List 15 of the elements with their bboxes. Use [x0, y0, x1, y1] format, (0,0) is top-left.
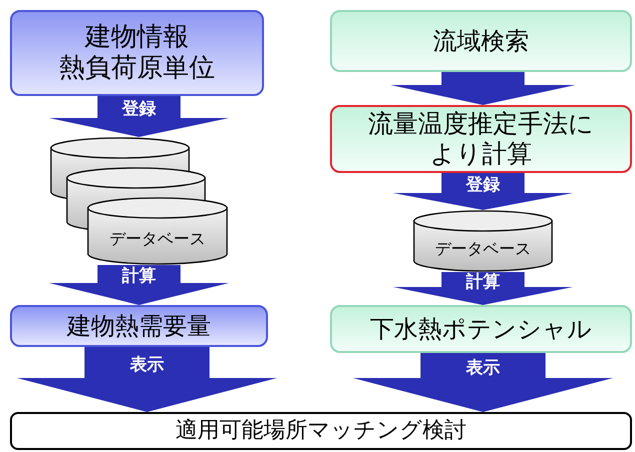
block-arrow: [17, 347, 277, 412]
edge-label: 計算: [464, 272, 502, 292]
process-box: 流量温度推定手法により計算: [330, 105, 632, 173]
edge-label: 表示: [464, 358, 502, 378]
block-arrow: [353, 353, 613, 412]
edge-label: 計算: [120, 266, 158, 286]
edge-label: 登録: [120, 99, 158, 119]
process-box: 建物熱需要量: [10, 305, 268, 347]
edge-label: 登録: [464, 175, 502, 195]
process-box: 流域検索: [330, 10, 632, 72]
edge-label: 表示: [128, 354, 166, 374]
process-box: 建物情報 熱負荷原単位: [10, 10, 264, 96]
block-arrow: [390, 72, 576, 105]
process-box: 下水熱ポテンシャル: [330, 305, 632, 353]
result-box: 適用可能場所マッチング検討: [10, 412, 632, 450]
